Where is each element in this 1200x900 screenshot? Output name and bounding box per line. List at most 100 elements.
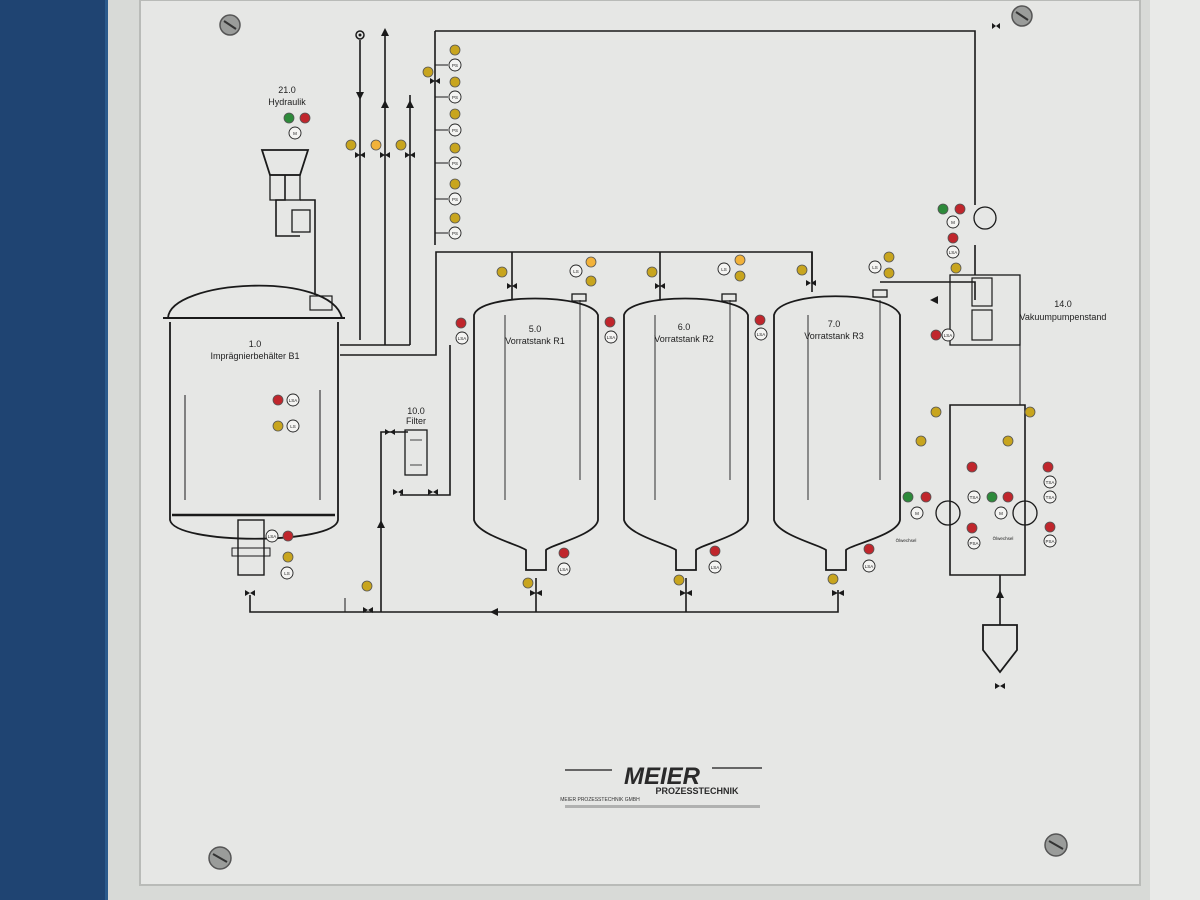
indicator-lamp-icon	[883, 251, 895, 263]
tsa-sensor: TSA	[967, 490, 981, 504]
svg-text:PS: PS	[452, 63, 458, 68]
tank-r2-number: 6.0	[678, 322, 691, 332]
address-fine-print	[565, 805, 760, 808]
motor-icon: M	[910, 506, 924, 520]
indicator-lamp-icon	[455, 317, 467, 329]
tsa-sensor: TSA	[1043, 490, 1057, 504]
cabinet-right-edge	[1150, 0, 1200, 900]
hydraulik-number: 21.0	[278, 85, 296, 95]
lsa-sensor: LSA	[557, 562, 571, 576]
brand-company: MEIER PROZESSTECHNIK GMBH	[560, 797, 640, 803]
svg-text:LSA: LSA	[458, 336, 467, 341]
svg-text:LS: LS	[284, 571, 290, 576]
hydraulik-motor-label: M	[293, 131, 297, 136]
motor-icon: M	[946, 215, 960, 229]
ls-sensor: LS	[569, 264, 583, 278]
lsa-sensor: LSA	[265, 529, 279, 543]
ps-switch: PS	[448, 226, 462, 240]
screw-icon	[208, 846, 232, 870]
psa-sensor: PSA	[1043, 534, 1057, 548]
brand-block: MEIER PROZESSTECHNIK MEIER PROZESSTECHNI…	[560, 763, 762, 808]
indicator-lamp-icon	[709, 545, 721, 557]
tsa-sensor: TSA	[1043, 475, 1057, 489]
indicator-lamp-icon	[449, 142, 461, 154]
svg-text:LSA: LSA	[560, 567, 569, 572]
tank-r1	[473, 297, 599, 571]
svg-text:TSA: TSA	[970, 495, 979, 500]
svg-text:LS: LS	[721, 267, 727, 272]
indicator-lamp-icon	[986, 491, 998, 503]
svg-text:LS: LS	[290, 424, 296, 429]
indicator-lamp-icon	[966, 522, 978, 534]
indicator-lamp-icon	[754, 314, 766, 326]
motor-icon: M	[994, 506, 1008, 520]
indicator-lamp-icon	[522, 577, 534, 589]
screw-icon	[1011, 5, 1033, 27]
tank-r1-number: 5.0	[529, 324, 542, 334]
svg-text:LSA: LSA	[865, 564, 874, 569]
impraegnier-tank	[163, 284, 345, 576]
ls-sensor: LS	[717, 262, 731, 276]
filter-name: Filter	[406, 416, 426, 426]
indicator-lamp-icon	[449, 108, 461, 120]
indicator-lamp-icon	[282, 551, 294, 563]
screw-icon	[219, 14, 241, 36]
svg-text:PS: PS	[452, 197, 458, 202]
svg-text:PS: PS	[452, 161, 458, 166]
svg-text:LSA: LSA	[944, 333, 953, 338]
hydraulik-motor-icon	[288, 126, 302, 140]
indicator-lamp-icon	[863, 543, 875, 555]
tank-nozzles	[571, 289, 888, 302]
indicator-lamp-icon	[299, 112, 311, 124]
indicator-lamp-icon	[930, 329, 942, 341]
indicator-lamp-icon	[282, 530, 294, 542]
indicator-lamp-icon	[883, 267, 895, 279]
brand-logo: MEIER	[624, 763, 701, 790]
indicator-lamp-icon	[449, 76, 461, 88]
indicator-lamp-icon	[283, 112, 295, 124]
svg-text:TSA: TSA	[1046, 480, 1055, 485]
diagram-panel	[139, 0, 1141, 886]
lsa-sensor: LSA	[286, 393, 300, 407]
vacuum-pump-stand	[935, 206, 1038, 674]
svg-text:LSA: LSA	[757, 332, 766, 337]
indicator-lamp-icon	[1002, 435, 1014, 447]
indicator-lamp-icon	[947, 232, 959, 244]
tank-r3-name: Vorratstank R3	[804, 331, 864, 341]
hydraulik-name: Hydraulik	[268, 97, 306, 107]
svg-text:LSA: LSA	[268, 534, 277, 539]
svg-text:LSA: LSA	[607, 335, 616, 340]
indicator-lamp-icon	[950, 262, 962, 274]
svg-text:LSA: LSA	[949, 250, 958, 255]
indicator-lamp-icon	[1044, 521, 1056, 533]
vakuum-number: 14.0	[1054, 299, 1072, 309]
indicator-lamp-icon	[496, 266, 508, 278]
indicator-lamp-icon	[966, 461, 978, 473]
ps-switch: PS	[448, 192, 462, 206]
lsa-sensor: LSA	[862, 559, 876, 573]
indicator-lamp-icon	[930, 406, 942, 418]
psa-sensor: PSA	[967, 536, 981, 550]
indicator-lamps	[272, 44, 1056, 592]
indicator-lamp-icon	[604, 316, 616, 328]
indicator-lamp-icon	[1042, 461, 1054, 473]
ps-switch: PS	[448, 156, 462, 170]
olwechsel-label: Ölwechsel	[896, 537, 917, 543]
svg-text:PS: PS	[452, 231, 458, 236]
indicator-lamp-icon	[361, 580, 373, 592]
svg-text:LSA: LSA	[289, 398, 298, 403]
indicator-lamp-icon	[422, 66, 434, 78]
indicator-lamp-icon	[902, 491, 914, 503]
screw-icon	[1044, 833, 1068, 857]
vakuum-name: Vakuumpumpenstand	[1020, 312, 1107, 322]
tank-r2-name: Vorratstank R2	[654, 334, 714, 344]
svg-text:TSA: TSA	[1046, 495, 1055, 500]
svg-text:PS: PS	[452, 128, 458, 133]
indicator-lamp-icon	[734, 254, 746, 266]
indicator-lamp-icon	[558, 547, 570, 559]
lsa-sensor: LSA	[455, 331, 469, 345]
indicator-lamp-icon	[1024, 406, 1036, 418]
indicator-lamp-icon	[345, 139, 357, 151]
svg-text:LS: LS	[573, 269, 579, 274]
ps-switch: PS	[448, 90, 462, 104]
